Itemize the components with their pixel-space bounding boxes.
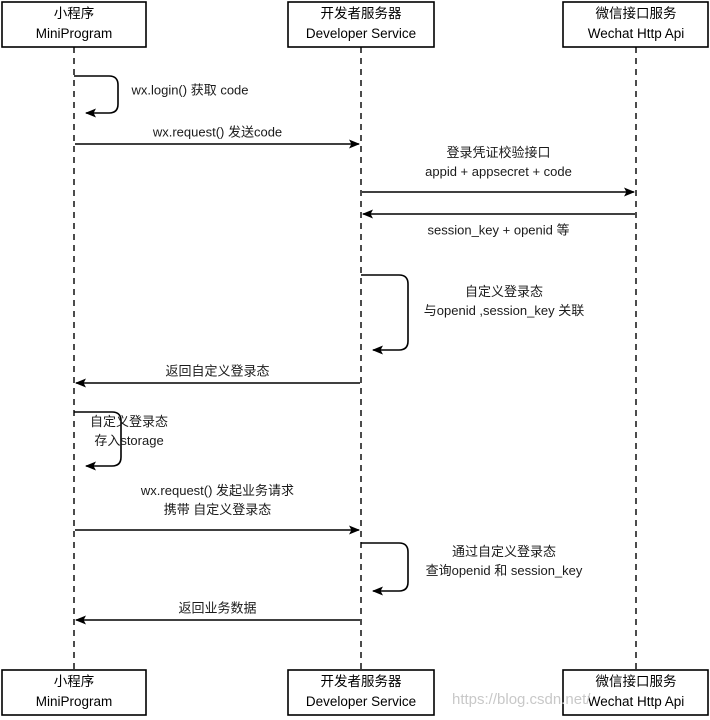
actor-label-cn: 微信接口服务 (596, 673, 677, 689)
actor-box-outline (562, 1, 709, 48)
message-wx-request-send-code[interactable]: wx.request() 发送code (75, 124, 360, 149)
actor-box-developer-service-bottom[interactable]: 开发者服务器 Developer Service (287, 669, 435, 716)
actor-label-en: Wechat Http Api (588, 694, 685, 709)
message-label-line: appid + appsecret + code (425, 164, 572, 179)
message-label-line: 自定义登录态 (90, 414, 168, 429)
message-wx-login-get-code[interactable]: wx.login() 获取 code (74, 75, 249, 118)
actor-box-outline (287, 669, 435, 716)
actor-box-miniprogram-bottom[interactable]: 小程序 MiniProgram (1, 669, 147, 716)
message-return-business-data[interactable]: 返回业务数据 (75, 600, 360, 625)
message-label-line: 存入storage (94, 433, 163, 448)
lifelines-group (73, 47, 637, 670)
actor-label-cn: 开发者服务器 (321, 6, 402, 21)
message-label-line: 与openid ,session_key 关联 (424, 303, 584, 318)
message-label-line: wx.login() 获取 code (130, 82, 248, 97)
message-label-line: 返回业务数据 (178, 600, 256, 615)
message-label-line: wx.request() 发送code (152, 124, 282, 139)
actor-box-outline (562, 669, 709, 716)
message-label-line: 自定义登录态 (465, 284, 543, 299)
actor-label-cn: 微信接口服务 (596, 5, 677, 21)
actor-box-outline (1, 1, 147, 48)
actor-box-wechat-http-api-bottom[interactable]: 微信接口服务 Wechat Http Api (562, 669, 709, 716)
actor-box-wechat-http-api-top[interactable]: 微信接口服务 Wechat Http Api (562, 1, 709, 48)
message-label-line: 登录凭证校验接口 (446, 145, 550, 160)
actor-label-en: Wechat Http Api (588, 26, 685, 41)
actor-label-en: Developer Service (306, 694, 416, 709)
message-label-line: 携带 自定义登录态 (164, 502, 272, 517)
message-label-line: session_key + openid 等 (427, 222, 569, 237)
watermark-label: https://blog.csdn.net/ (452, 691, 591, 708)
actor-label-cn: 小程序 (54, 674, 95, 689)
self-message-path (74, 75, 119, 118)
message-label-line: 通过自定义登录态 (452, 544, 556, 559)
actor-label-en: MiniProgram (36, 26, 113, 41)
message-login-credential-check-api[interactable]: 登录凭证校验接口 appid + appsecret + code (362, 145, 635, 197)
messages-group: wx.login() 获取 code wx.request() 发送code 登录凭… (74, 75, 635, 625)
message-return-custom-login-state[interactable]: 返回自定义登录态 (75, 363, 360, 388)
message-label-line: 返回自定义登录态 (165, 363, 269, 378)
actor-label-cn: 开发者服务器 (321, 674, 402, 689)
actor-label-cn: 小程序 (54, 6, 95, 21)
actor-box-outline (287, 1, 435, 48)
watermark-group: https://blog.csdn.net/ (452, 691, 591, 708)
actor-box-developer-service-top[interactable]: 开发者服务器 Developer Service (287, 1, 435, 48)
actor-box-miniprogram-top[interactable]: 小程序 MiniProgram (1, 1, 147, 48)
actor-label-en: MiniProgram (36, 694, 113, 709)
self-message-path (74, 411, 122, 471)
self-message-path (361, 274, 409, 355)
actor-box-outline (1, 669, 147, 716)
message-label-line: wx.request() 发起业务请求 (140, 483, 294, 498)
message-session-key-openid-return[interactable]: session_key + openid 等 (362, 209, 635, 237)
self-message-path (361, 542, 409, 596)
actor-label-en: Developer Service (306, 26, 416, 41)
message-label-line: 查询openid 和 session_key (426, 563, 583, 578)
